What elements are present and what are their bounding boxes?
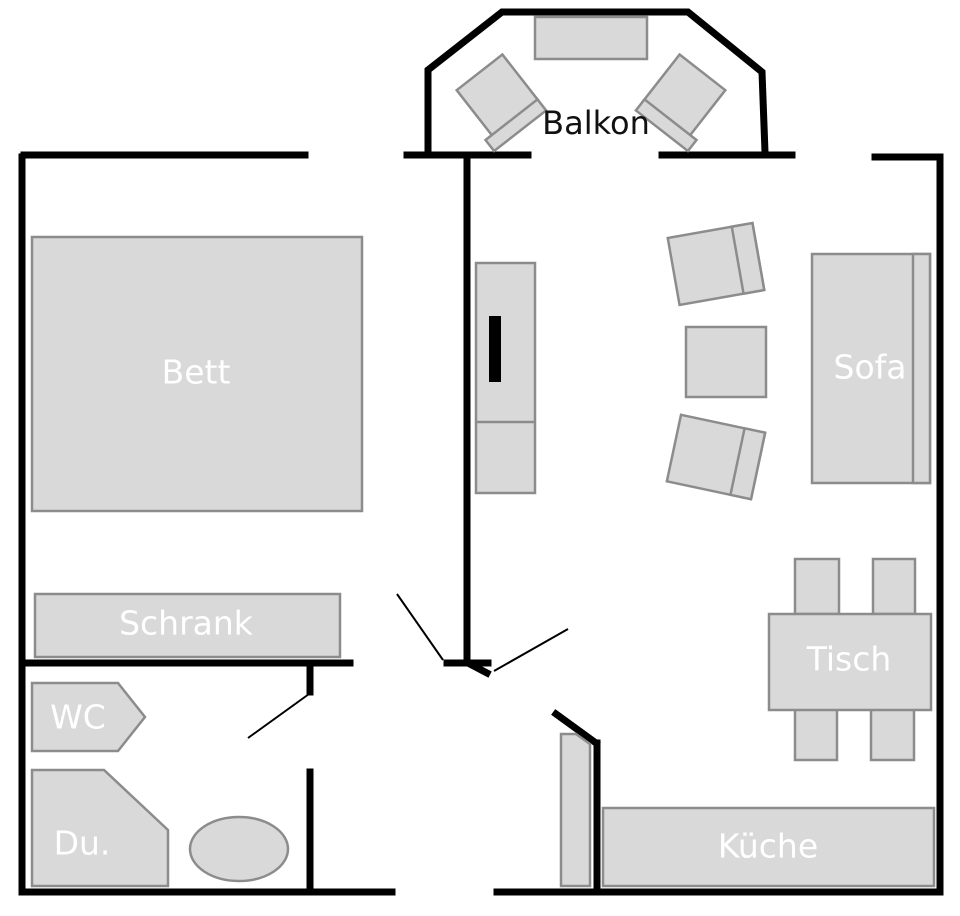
- sofa: [810, 252, 932, 485]
- shower: [30, 768, 170, 888]
- dining-chair-bottom-right: [869, 706, 916, 762]
- label-table: Tisch: [806, 640, 892, 679]
- living-room: Sofa Tisch: [474, 221, 933, 762]
- washbasin: [188, 815, 290, 883]
- dining-table: [767, 612, 933, 712]
- balcony-furniture: Balkon: [454, 15, 728, 153]
- wall-interior-angle: [463, 658, 492, 678]
- balcony-bench: [533, 15, 649, 61]
- door-bathroom: [247, 693, 310, 739]
- label-kitchen: Küche: [718, 827, 818, 866]
- armchair-middle: [684, 325, 768, 399]
- kitchen: Küche: [559, 732, 936, 888]
- bed: [30, 235, 364, 513]
- armchair-bottom: [665, 413, 767, 501]
- label-wardrobe: Schrank: [119, 604, 254, 643]
- door-living: [493, 628, 569, 672]
- door-swings: [247, 593, 569, 739]
- armchair-top: [666, 221, 766, 307]
- bedroom: Bett Schrank: [30, 235, 364, 659]
- label-sofa: Sofa: [834, 348, 907, 387]
- kitchen-counter: [601, 806, 936, 888]
- tv-cabinet: [474, 261, 537, 495]
- wall-balcony: [424, 8, 769, 156]
- bathroom: WC Du.: [30, 681, 290, 888]
- toilet: [30, 681, 147, 753]
- label-balcony: Balkon: [542, 104, 650, 142]
- balcony-chair-left: [454, 52, 548, 153]
- wall-kitchen-angle: [551, 709, 601, 748]
- tv: [489, 316, 501, 382]
- kitchen-side-counter: [559, 732, 592, 888]
- dining-chair-top-right: [871, 557, 917, 616]
- label-bed: Bett: [162, 353, 231, 392]
- walls: [18, 8, 944, 896]
- sofa-back: [911, 252, 932, 485]
- label-shower: Du.: [54, 824, 111, 863]
- door-bedroom: [396, 593, 444, 661]
- balcony-chair-right: [634, 52, 728, 153]
- label-toilet: WC: [50, 698, 106, 737]
- dining-chair-bottom-left: [793, 706, 839, 762]
- wardrobe: [33, 592, 342, 659]
- dining-chair-top-left: [793, 557, 841, 616]
